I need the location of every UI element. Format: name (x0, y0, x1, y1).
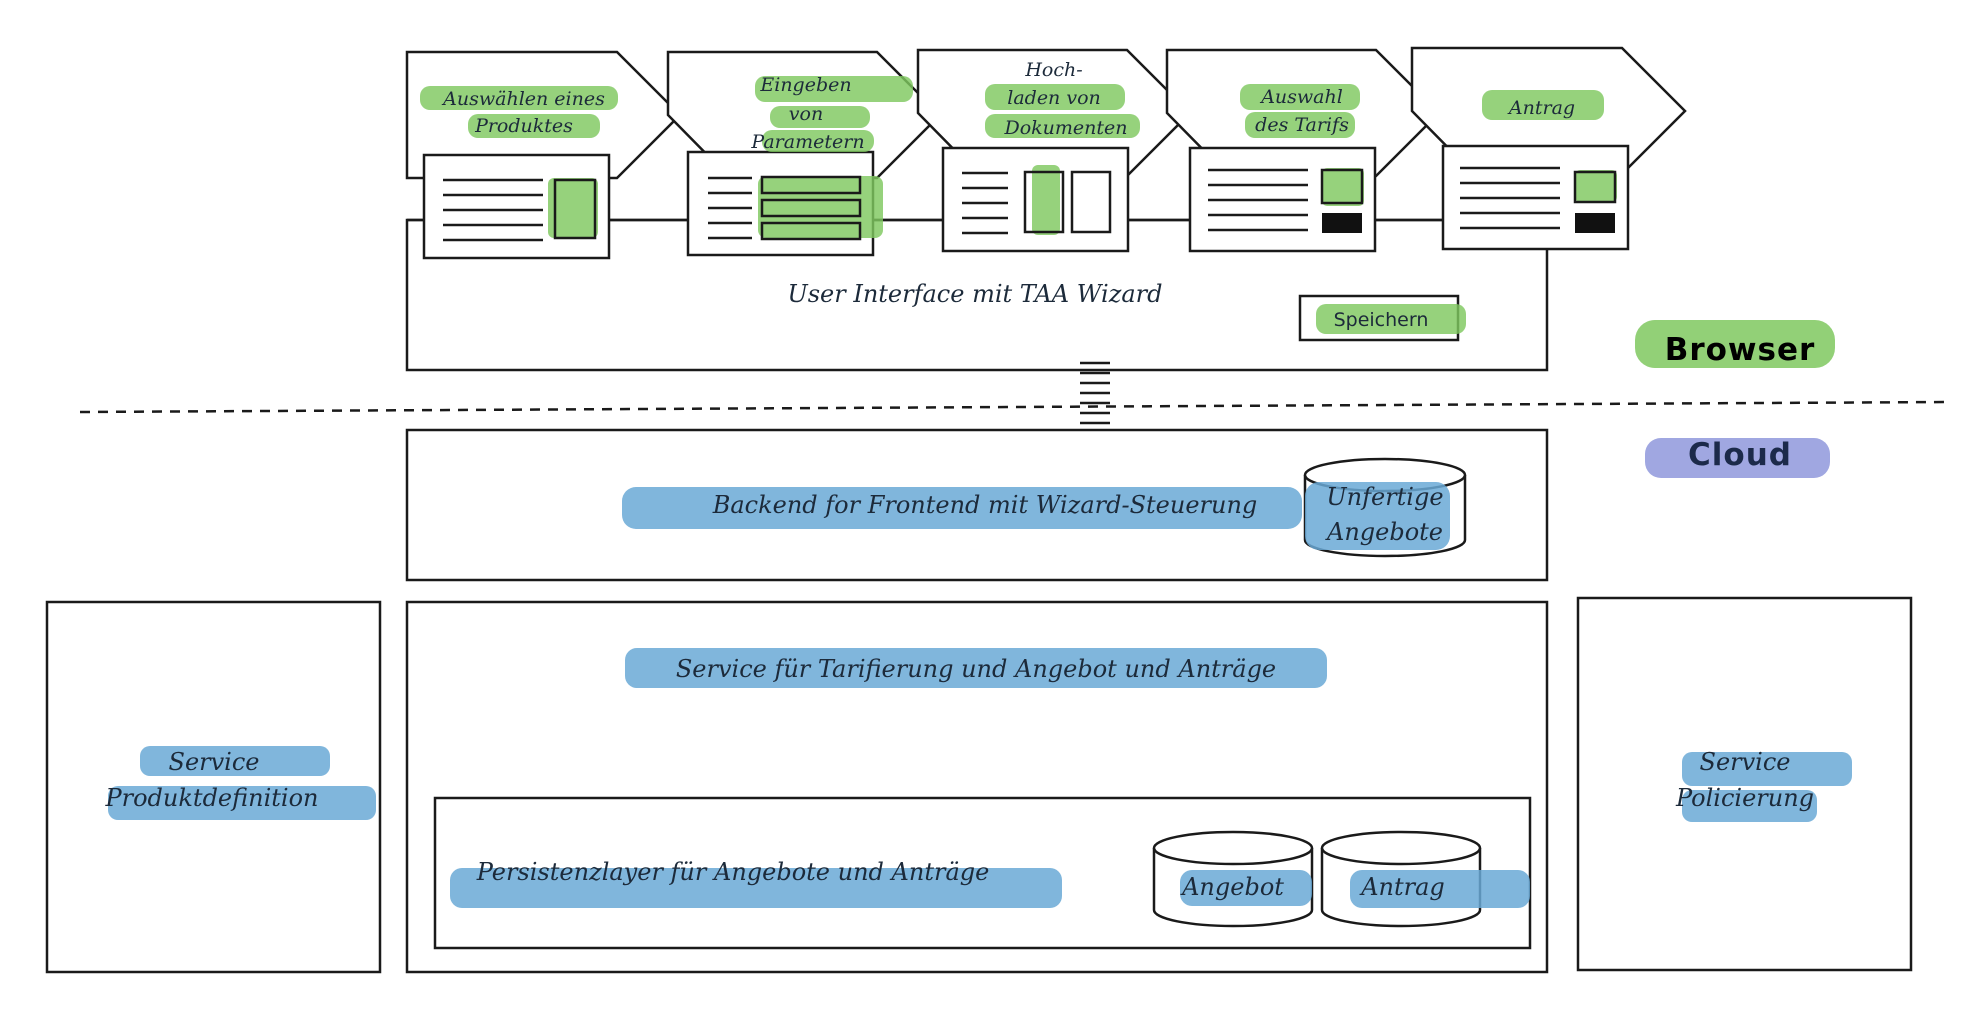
unfinished-offers-line-1: Unfertige (1326, 483, 1443, 511)
wizard-step-4-line-2: des Tarifs (1255, 114, 1349, 136)
product-service-box (45, 600, 382, 974)
unfinished-offers-line-2: Angebote (1325, 518, 1443, 546)
wizard-step-3-line-2: laden von (1007, 87, 1101, 109)
persistence-layer-label: Persistenzlayer für Angebote und Anträge (476, 858, 990, 886)
browser-zone-label: Browser (1665, 332, 1816, 368)
policy-service-box (1576, 596, 1913, 972)
wizard-step-2-line-3: Parametern (750, 131, 864, 153)
unfinished-offers-store: Unfertige Angebote (1303, 457, 1467, 558)
browser-cloud-divider (79, 400, 1951, 414)
offer-store: Angebot (1152, 830, 1314, 928)
ui-bff-connector (1080, 361, 1110, 425)
wizard-step-5-line-1: Antrag (1507, 97, 1575, 119)
cloud-zone-label: Cloud (1688, 437, 1792, 473)
tariff-service-label: Service für Tarifierung und Angebot und … (676, 655, 1276, 683)
tariff-service-box (405, 600, 1549, 974)
wizard-step-1-line-2: Produktes (474, 115, 573, 137)
application-option-icon (1573, 170, 1617, 204)
wizard-step-3-line-3: Dokumenten (1003, 117, 1127, 139)
wizard-step-1-line-1: Auswählen eines (441, 88, 605, 110)
policy-service-line-2: Policierung (1675, 784, 1814, 812)
tariff-option-icon (1320, 168, 1364, 205)
wizard-step-2-line-2: von (789, 103, 823, 125)
image-placeholder-icon (553, 178, 597, 240)
product-service-line-2: Produktdefinition (104, 784, 318, 812)
wizard-step-2-line-1: Eingeben (759, 74, 851, 96)
user-interface-label: User Interface mit TAA Wizard (788, 280, 1163, 308)
input-field-icon (760, 221, 862, 241)
wizard-step-3-line-1: Hoch- (1024, 59, 1082, 81)
screen-mockup-1 (422, 153, 611, 260)
bff-label: Backend for Frontend mit Wizard-Steuerun… (712, 491, 1258, 519)
input-field-icon (760, 175, 862, 195)
application-store-label: Antrag (1359, 873, 1445, 901)
filled-block-icon (1575, 213, 1615, 233)
screen-mockup-3 (941, 146, 1130, 253)
wizard-step-4-line-1: Auswahl (1259, 86, 1343, 108)
bff-box (405, 428, 1549, 582)
application-store: Antrag (1320, 830, 1530, 928)
input-field-icon (760, 198, 862, 218)
screen-mockup-2 (686, 150, 883, 257)
document-page-icon (1070, 170, 1112, 234)
screen-mockup-4 (1188, 146, 1377, 253)
policy-service-line-1: Service (1700, 748, 1791, 776)
persistence-layer-box (433, 796, 1532, 950)
save-button-label: Speichern (1334, 309, 1429, 331)
filled-block-icon (1322, 213, 1362, 233)
offer-store-label: Angebot (1180, 873, 1284, 901)
product-service-line-1: Service (169, 748, 260, 776)
save-button[interactable]: Speichern (1298, 294, 1466, 342)
screen-mockup-5 (1441, 144, 1630, 251)
document-page-icon (1023, 170, 1065, 234)
